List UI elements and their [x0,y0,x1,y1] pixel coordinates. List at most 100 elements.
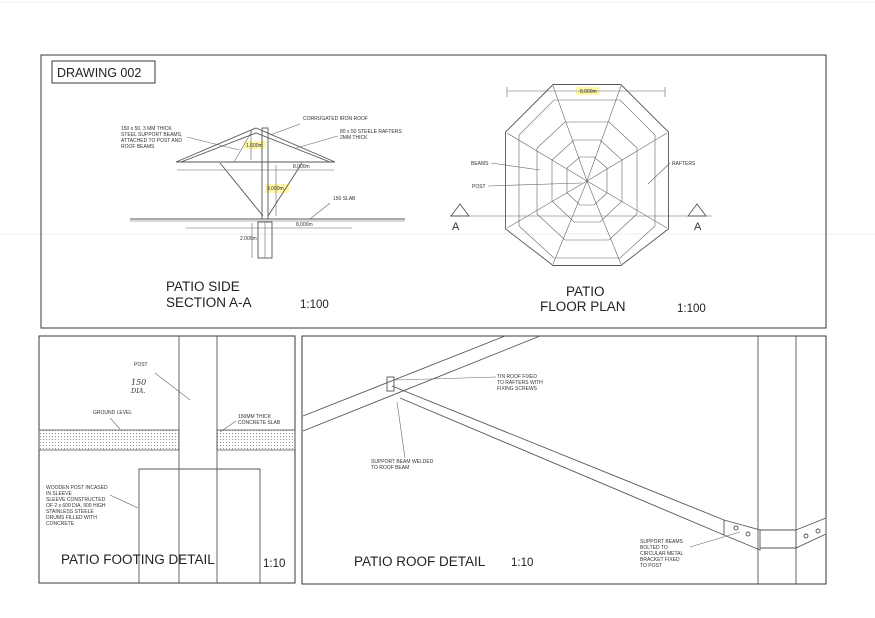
footing-frame [38,335,296,584]
leader-rafters [295,135,339,149]
roof-title: PATIO ROOF DETAIL [354,554,486,569]
bolt-4 [815,528,821,534]
slab-right [216,429,296,451]
floor-plan: 8.000m A A BEAMS POST RAFTERS PAT [450,84,712,315]
roof-scale: 1:10 [511,557,533,569]
label-sleeve-3: SLEEVE CONSTRUCTED [46,497,106,503]
bolt-1 [733,525,739,531]
label-sleeve-7: CONCRETE [46,521,75,527]
label-post: POST [472,184,486,190]
dim-roof-height: 1.600m [246,143,263,149]
bolt-3 [803,533,809,539]
label-support-beams-2: STEEL SUPPORT BEAMS, [121,132,182,138]
dim-post-height: 3.000m [267,186,284,192]
leader-slab [309,202,331,220]
label-weld-2: TO ROOF BEAM [371,465,409,471]
leader-post [154,372,191,401]
label-bolt-2: BOLTED TO [640,545,668,551]
floor-plan-scale: 1:100 [677,303,706,315]
label-sleeve-5: STAINLESS STEELE [46,509,94,515]
drawing-title-box: DRAWING 002 [51,60,156,84]
label-slab-2: CONCRETE SLAB [238,420,281,426]
section-marker-right: A [694,221,702,233]
label-post-hand-1: 150 [131,378,146,387]
label-roof: CORRUGATED IRON ROOF [303,116,368,122]
rafter-upper [302,335,506,417]
label-rafters-2: 2MM THICK [340,135,368,141]
fixing-screw [386,376,395,392]
leader-sleeve [109,494,139,509]
octagon-ring-2 [536,121,638,241]
label-sleeve-4: OF 2 x 600 DIA, 900 HIGH [46,503,106,509]
label-beams: BEAMS [471,161,489,167]
side-section-title-1: PATIO SIDE [166,279,240,294]
label-bolt-4: BRACKET FIXED [640,557,680,563]
octagon-outer [505,84,669,266]
side-section-scale: 1:100 [300,299,329,311]
label-rafters-1: 80 x 50 STEELE RAFTERS [340,129,402,135]
highlight-roof-dim [244,141,266,149]
section-arrow-left [450,203,470,217]
leader-bolt [689,531,741,548]
label-tin-3: FIXING SCREWS [497,386,538,392]
footing-title: PATIO FOOTING DETAIL [61,552,215,567]
label-weld-1: SUPPORT BEAM WELDED [371,459,434,465]
roof-detail: TIN ROOF FIXED TO RAFTERS WITH FIXING SC… [301,335,827,585]
label-ground: GROUND LEVEL [93,410,132,416]
label-bolt-1: SUPPORT BEAMS [640,539,684,545]
leader-beams [490,162,541,171]
slab-left [38,429,180,451]
support-beam-left [219,162,264,217]
label-tin-1: TIN ROOF FIXED [497,374,537,380]
label-bolt-5: TO POST [640,563,662,569]
rafter-lower [302,335,541,432]
dim-depth: 2.000m [240,236,257,242]
radial-beams [506,85,668,265]
section-arrow-right [687,203,707,217]
bolt-2 [745,531,751,537]
leader-weld [396,401,406,459]
label-tin-2: TO RAFTERS WITH [497,380,543,386]
side-section: 150 x 50, 3 MM THICK STEEL SUPPORT BEAMS… [121,116,405,311]
side-section-title-2: SECTION A-A [166,295,252,310]
octagon-ring-1 [518,99,656,259]
dim-width: 8.000m [580,89,597,95]
section-marker-left: A [452,221,460,233]
label-support-beams-3: ATTACHED TO POST AND [121,138,182,144]
title-box-border [51,60,156,84]
support-beam-right [267,162,303,217]
octagon-ring-3 [551,139,623,223]
label-slab-1: 150MM THICK [238,414,272,420]
label-slab: 150 SLAB [333,196,356,202]
floor-plan-title-1: PATIO [566,284,605,299]
footing-detail: POST 150 DIA. GROUND LEVEL 150MM THICK C… [38,335,296,584]
roof-inner [180,132,331,163]
label-post: POST [134,362,148,368]
leader-post [487,182,583,187]
octagon-ring-4 [566,156,608,206]
label-sleeve-1: WOODEN POST INCASED [46,485,108,491]
bracket-right [795,517,827,549]
rafter-line [233,130,253,163]
dim-width-bottom: 8.000m [296,222,313,228]
label-sleeve-6: DRUMS FILLED WITH [46,515,97,521]
label-support-beams-4: ROOF BEAMS [121,144,155,150]
top-frame [40,54,827,329]
drawing-title: DRAWING 002 [57,66,141,80]
leader-roof [269,123,301,136]
label-rafters: RAFTERS [672,161,696,167]
support-beam-lower [399,397,725,536]
roof-outline [175,127,336,163]
leader-ground [109,417,121,430]
leader-tin [395,376,497,381]
roof-frame [301,335,827,585]
leader-slab [219,420,237,433]
support-beam-upper [391,385,725,521]
leader-support-beams [186,136,240,151]
label-sleeve-2: IN SLEEVE [46,491,73,497]
bracket-left [723,519,761,551]
leader-rafters [647,162,671,185]
label-bolt-3: CIRCULAR METAL [640,551,683,557]
sleeve [138,468,261,583]
